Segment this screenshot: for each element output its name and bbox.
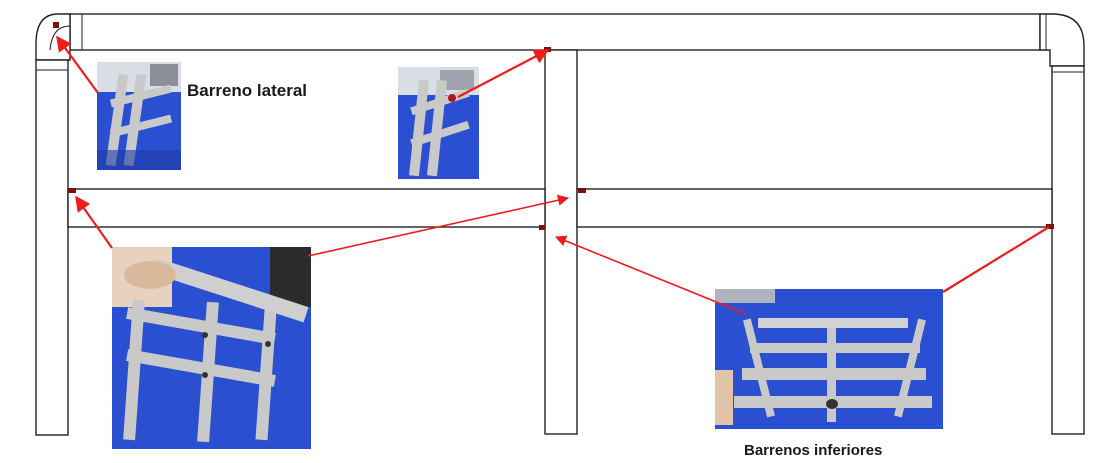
right-elbow [1039,13,1085,67]
arrow-hand-photo-to-rail-center-hole [307,194,570,257]
indicator-arrows [56,35,1050,315]
hole-marker-rail-bottom-center [539,225,545,230]
right-post [1051,65,1085,435]
center-post [544,49,578,435]
arrow-hand-photo-to-rail-left-hole [75,195,113,249]
middle-rail-right [576,188,1053,228]
arrow-photo-center-to-top-center-hole [457,49,550,98]
arrow-bottom-photo-to-center-hole [554,235,747,315]
photo-lateral-hole-small-center [398,67,479,179]
photo-lateral-hole-small-left [97,62,181,170]
photo-frame-held-in-hand [112,247,311,449]
left-elbow-inner [49,25,71,51]
photo-frame-bottom-holes [715,289,943,429]
middle-rail-left [67,188,546,228]
top-rail [69,13,1041,51]
arrow-bottom-photo-to-rail-right-hole [942,226,1050,293]
label-bottom-holes: Barrenos inferiores [744,442,883,459]
label-lateral-hole: Barreno lateral [187,81,307,100]
hole-marker-rail-left [68,188,76,193]
hole-marker-rail-center [578,188,586,193]
hole-marker-rail-right [1046,224,1054,229]
arrow-photo-left-to-top-left-hole [56,35,99,94]
left-post [35,59,69,436]
hole-marker-top-left [53,22,59,28]
